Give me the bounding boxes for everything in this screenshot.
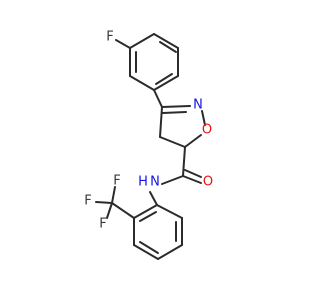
bond <box>182 175 202 184</box>
bond <box>95 201 113 204</box>
bond <box>153 75 179 91</box>
bond <box>161 175 184 185</box>
bond <box>133 204 158 219</box>
atom-f-cf3-3: F <box>99 217 106 232</box>
bond <box>153 89 163 108</box>
structure-canvas: F N O O N H F F F <box>84 30 213 260</box>
atom-n-amide: N <box>150 175 160 190</box>
bond <box>129 33 155 49</box>
bond <box>111 186 116 204</box>
atom-o-carbonyl: O <box>203 175 213 190</box>
bond <box>115 39 131 49</box>
bond <box>201 110 206 126</box>
bond <box>139 211 157 222</box>
bond <box>133 244 159 260</box>
atom-f-para: F <box>106 30 113 45</box>
atom-labels: F N O O N H F F F <box>84 30 213 232</box>
bonds <box>95 33 206 260</box>
bond <box>129 75 155 91</box>
bond <box>184 169 202 178</box>
atom-f-cf3-1: F <box>113 174 120 189</box>
bond <box>106 202 113 219</box>
atom-n-ring: N <box>193 98 203 113</box>
bond <box>159 106 163 138</box>
bond <box>149 191 158 206</box>
bond <box>156 204 183 219</box>
bond <box>111 202 135 219</box>
bond <box>182 146 186 177</box>
bond <box>139 241 159 254</box>
bond <box>155 73 173 85</box>
bond <box>153 33 179 49</box>
bond <box>161 105 191 108</box>
bond <box>184 134 202 148</box>
molecule-structure: F N O O N H F F F <box>84 30 213 260</box>
bond <box>157 244 183 260</box>
bond <box>162 111 187 114</box>
bond <box>159 136 186 148</box>
atom-f-cf3-2: F <box>84 194 91 209</box>
atom-h-amide: H <box>138 175 148 190</box>
bond <box>159 41 177 53</box>
atom-o-ring: O <box>202 123 212 138</box>
